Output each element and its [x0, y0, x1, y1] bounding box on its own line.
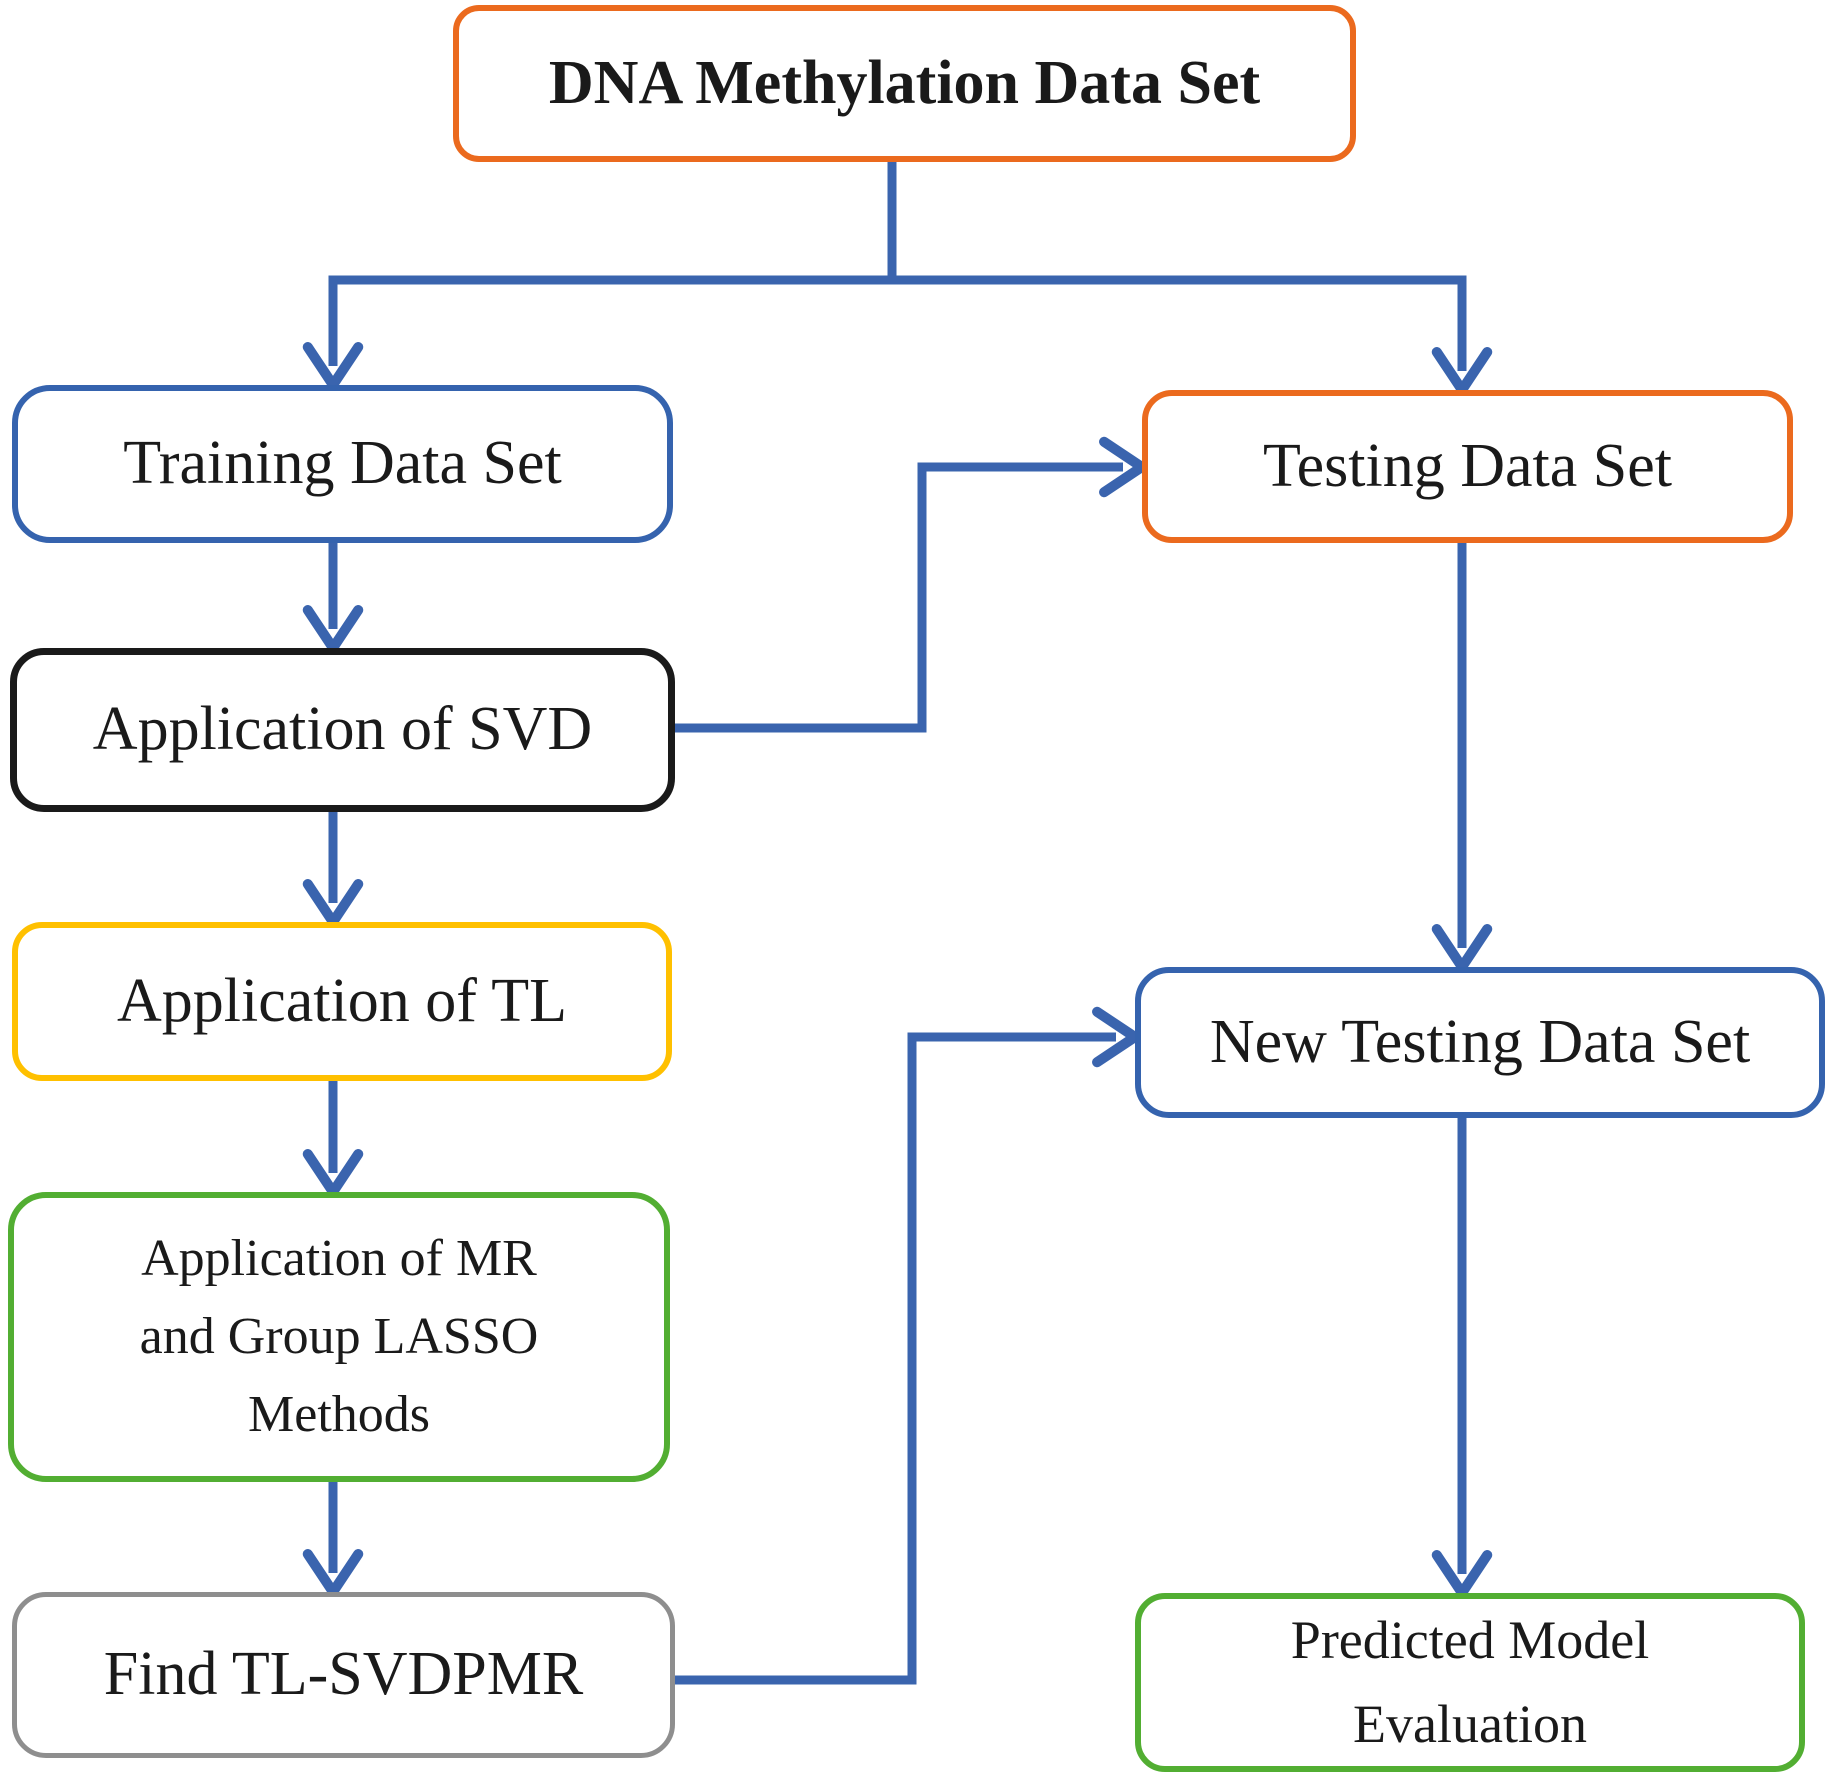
node-application-of-mr-group-lasso: Application of MR and Group LASSO Method…: [8, 1192, 670, 1482]
node-training-data-set: Training Data Set: [12, 385, 673, 543]
node-label-line-1: Predicted Model: [1290, 1609, 1650, 1670]
edge-find-to-newtesting: [675, 1006, 1140, 1685]
edge-svd-to-testing: [675, 436, 1147, 733]
node-new-testing-data-set: New Testing Data Set: [1135, 967, 1825, 1118]
node-application-of-tl: Application of TL: [12, 922, 672, 1081]
node-label-line-1: Application of MR: [141, 1230, 537, 1287]
node-predicted-model-evaluation: Predicted Model Evaluation: [1135, 1593, 1805, 1772]
node-testing-data-set: Testing Data Set: [1142, 390, 1793, 543]
node-label: Testing Data Set: [1263, 431, 1672, 500]
node-label: Application of TL: [117, 966, 567, 1035]
node-label: Application of SVD: [92, 695, 593, 764]
node-label-line-2: and Group LASSO: [139, 1308, 539, 1365]
node-label: Find TL-SVDPMR: [103, 1640, 584, 1709]
node-label-line-2: Evaluation: [1353, 1693, 1587, 1754]
node-dna-methylation-data-set: DNA Methylation Data Set: [453, 5, 1356, 162]
node-label: DNA Methylation Data Set: [548, 48, 1261, 117]
node-label: New Testing Data Set: [1209, 1007, 1751, 1076]
node-find-tl-svdpmr: Find TL-SVDPMR: [12, 1592, 675, 1758]
node-application-of-svd: Application of SVD: [10, 648, 675, 812]
node-label: Training Data Set: [123, 429, 562, 498]
node-label-line-3: Methods: [248, 1386, 430, 1443]
